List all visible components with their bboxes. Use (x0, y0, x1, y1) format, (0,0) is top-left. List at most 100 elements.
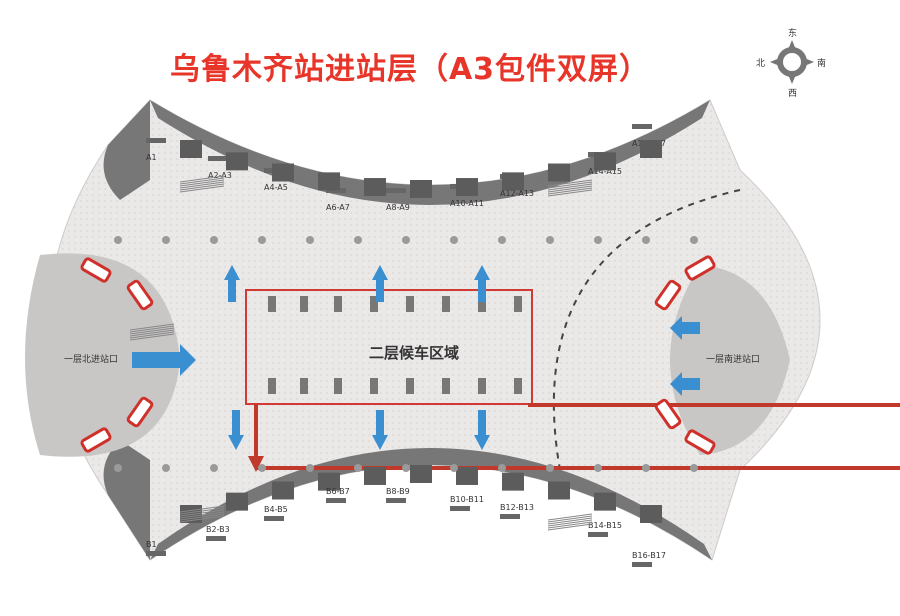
escalator-step (179, 507, 225, 515)
wall-block (410, 465, 432, 483)
wall-block (272, 163, 294, 182)
gate-label: B1 (146, 540, 157, 549)
gate-sign (146, 551, 166, 556)
pillar-dot (642, 464, 650, 472)
escalator-step (547, 521, 593, 529)
pillar-dot (546, 464, 554, 472)
compass-west: 西 (788, 88, 797, 99)
pillar-dot (402, 236, 410, 244)
wall-block (548, 163, 570, 182)
entrance-gate (126, 396, 154, 428)
pillar-dot (690, 464, 698, 472)
wall-block (410, 180, 432, 198)
gate-label: A8-A9 (386, 203, 410, 212)
escalator-step (547, 179, 593, 187)
escalator-step (129, 327, 175, 335)
escalator-step (129, 329, 175, 337)
gate-label: A10-A11 (450, 199, 484, 208)
pillar-dot (690, 236, 698, 244)
bottom-edge-band (150, 448, 712, 560)
escalator-step (547, 519, 593, 527)
escalator-step (179, 505, 225, 513)
gate-label: B4-B5 (264, 505, 288, 514)
pillar-dot (546, 236, 554, 244)
pillar-dot (450, 464, 458, 472)
pillar-dot (594, 236, 602, 244)
escalator-step (179, 177, 225, 185)
gate-label: B2-B3 (206, 525, 230, 534)
escalator-step (179, 181, 225, 189)
wall-block (364, 466, 386, 485)
gate-sign (326, 498, 346, 503)
wall-block (272, 481, 294, 500)
pillar-dot (450, 236, 458, 244)
pillar-dot (642, 236, 650, 244)
gate-sign (386, 498, 406, 503)
gate-sign (588, 532, 608, 537)
gate-sign (632, 562, 652, 567)
escalator-step (179, 175, 225, 183)
pillar-dots (114, 236, 698, 472)
gate-sign (146, 138, 166, 143)
entrance-gate (654, 279, 682, 311)
entrance-gate (80, 427, 112, 453)
pillar-dot (498, 464, 506, 472)
pillar-dot (306, 464, 314, 472)
gate-label: B16-B17 (632, 551, 666, 560)
gate-label: A1 (146, 153, 157, 162)
gate-label: B10-B11 (450, 495, 484, 504)
escalator-step (547, 187, 593, 195)
pillar-dot (498, 236, 506, 244)
pillar-dot (210, 464, 218, 472)
waiting-area-label: 二层候车区域 (369, 344, 459, 362)
escalator-step (547, 517, 593, 525)
wall-block (226, 492, 248, 511)
wall-block (226, 152, 248, 171)
wall-block (640, 140, 662, 158)
wall-block (594, 152, 616, 171)
gate-sign (450, 506, 470, 511)
pillar-dot (114, 236, 122, 244)
escalator-step (547, 189, 593, 197)
flow-arrows (132, 265, 700, 450)
gate-label: A14-A15 (588, 167, 622, 176)
gate-label: B12-B13 (500, 503, 534, 512)
entrance-gate (684, 255, 716, 281)
escalator-step (179, 515, 225, 523)
wall-block (318, 172, 340, 191)
highlight-arrow-head (248, 456, 264, 472)
escalator-step (129, 325, 175, 333)
pillar-dot (594, 464, 602, 472)
escalators (80, 175, 716, 531)
escalator-step (179, 513, 225, 521)
escalator-step (547, 185, 593, 193)
gate-label: B14-B15 (588, 521, 622, 530)
compass-rose: 东 西 南 北 (756, 27, 826, 99)
wall-block (640, 505, 662, 523)
north-entrance-label: 一层北进站口 (64, 353, 118, 365)
entrance-gate (654, 398, 682, 430)
wall-block (180, 140, 202, 158)
wall-block (456, 178, 478, 197)
escalator-step (179, 509, 225, 517)
pillar-dot (162, 464, 170, 472)
pillar-dot (354, 464, 362, 472)
pillar-dot (354, 236, 362, 244)
gate-label: B6-B7 (326, 487, 350, 496)
gate-label: B8-B9 (386, 487, 410, 496)
gate-label: A6-A7 (326, 203, 350, 212)
gate-sign (264, 516, 284, 521)
south-entrance-label: 一层南进站口 (706, 353, 760, 365)
gate-label: A12-A13 (500, 189, 534, 198)
pillar-dot (402, 464, 410, 472)
escalator-step (129, 333, 175, 341)
gate-sign (326, 188, 346, 193)
entrance-gate (684, 429, 716, 455)
escalator-step (547, 183, 593, 191)
gate-sign (206, 536, 226, 541)
south-entrance-hall (670, 265, 790, 455)
escalator-step (179, 179, 225, 187)
pillar-dot (210, 236, 218, 244)
